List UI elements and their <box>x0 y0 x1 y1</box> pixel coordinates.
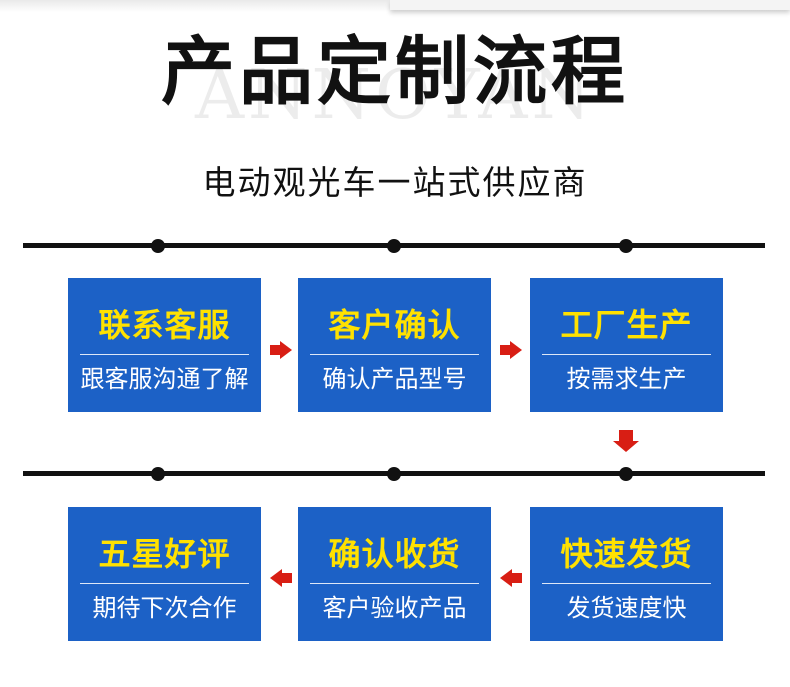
top-tab-decoration <box>390 0 790 10</box>
arrow-left-icon <box>500 569 522 587</box>
step-description: 确认产品型号 <box>322 365 467 393</box>
timeline-dot <box>151 466 165 481</box>
step-description: 客户验收产品 <box>322 594 467 622</box>
step-title: 快速发货 <box>560 535 693 573</box>
arrow-down-icon <box>613 430 639 452</box>
timeline-row-2 <box>23 466 765 481</box>
step-box-fast-shipping: 快速发货 发货速度快 <box>530 507 723 641</box>
timeline-dot <box>619 466 633 481</box>
step-description: 期待下次合作 <box>92 594 237 622</box>
step-box-five-star-review: 五星好评 期待下次合作 <box>68 507 261 641</box>
step-divider <box>542 583 711 584</box>
arrow-right-icon <box>500 341 522 359</box>
step-title: 工厂生产 <box>560 306 693 344</box>
step-divider <box>542 354 711 355</box>
timeline-dot <box>387 466 401 481</box>
step-box-confirm-receipt: 确认收货 客户验收产品 <box>298 507 491 641</box>
step-title: 联系客服 <box>98 306 231 344</box>
timeline-dot <box>151 238 165 253</box>
timeline-dot <box>619 238 633 253</box>
page-title: 产品定制流程 <box>161 29 629 115</box>
step-divider <box>310 583 479 584</box>
step-description: 发货速度快 <box>566 594 687 622</box>
step-box-customer-confirm: 客户确认 确认产品型号 <box>298 278 491 412</box>
step-box-factory-production: 工厂生产 按需求生产 <box>530 278 723 412</box>
step-title: 五星好评 <box>98 535 231 573</box>
step-divider <box>310 354 479 355</box>
page-subtitle: 电动观光车一站式供应商 <box>202 163 588 202</box>
step-divider <box>80 583 249 584</box>
step-box-contact-service: 联系客服 跟客服沟通了解 <box>68 278 261 412</box>
step-description: 按需求生产 <box>566 365 687 393</box>
arrow-left-icon <box>270 569 292 587</box>
step-description: 跟客服沟通了解 <box>80 365 249 393</box>
step-title: 客户确认 <box>328 306 461 344</box>
arrow-right-icon <box>270 341 292 359</box>
timeline-row-1 <box>23 238 765 253</box>
step-divider <box>80 354 249 355</box>
timeline-dot <box>387 238 401 253</box>
step-title: 确认收货 <box>328 535 461 573</box>
watermark-text: ANNOYAN <box>194 56 596 135</box>
